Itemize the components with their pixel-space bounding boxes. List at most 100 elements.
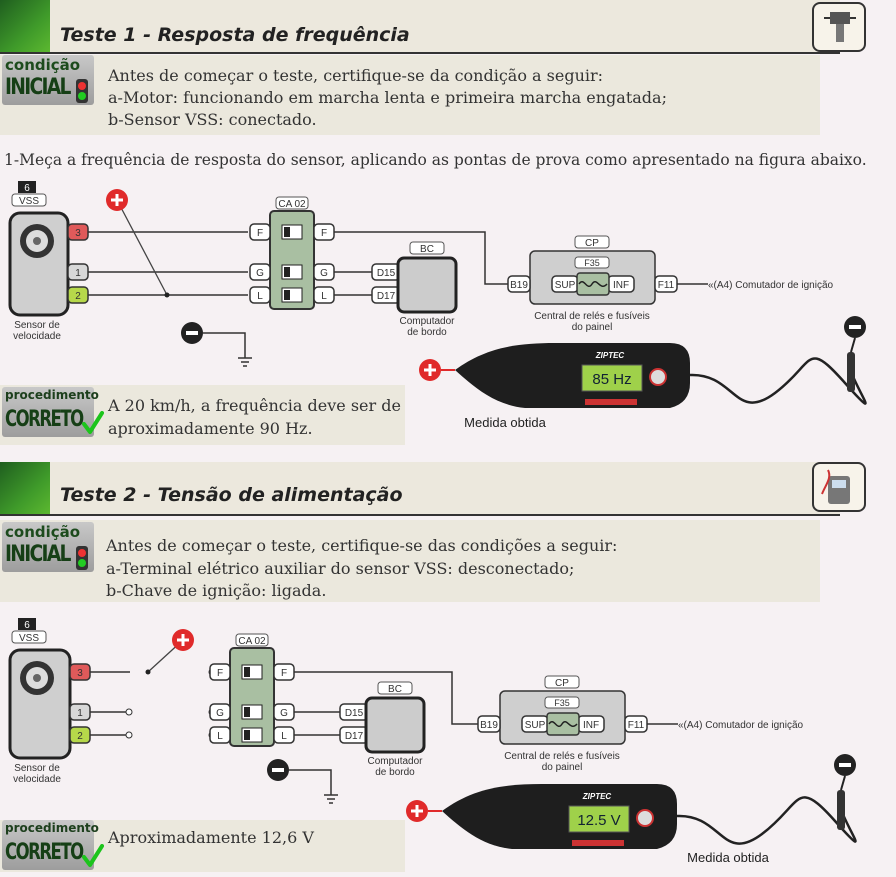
badge-bottom: CORRETO [5,840,84,865]
probe-cable [689,357,867,405]
diagram-label: de bordo [407,327,447,338]
connector-pin [507,275,531,293]
result-line: Aproximadamente 12,6 V [108,828,314,847]
badge-top: procedimento [5,388,99,402]
diagram-label: L [217,731,223,742]
diagram-label: velocidade [13,774,61,785]
measured-label: Medida obtida [464,415,546,430]
condition-badge: condição INICIAL [2,55,94,105]
diagram-label: do painel [542,762,583,773]
diagram-label: L [321,291,327,302]
brand-logo-icon [636,809,654,827]
meter-screen [581,364,643,392]
connector-pin [209,663,231,681]
meter-reading: 85 Hz [592,371,631,388]
condition-line: b-Sensor VSS: conectado. [108,110,317,129]
diagram-label: B19 [510,280,528,291]
multimeter-probe-icon [812,2,866,52]
traffic-light-icon [76,79,88,103]
diagram-label: CP [585,238,599,249]
diagram-label: F [257,228,263,239]
ground-icon [289,769,338,804]
diagram-label: 2 [77,731,83,742]
wheel-icon [20,224,54,258]
result-line: A 20 km/h, a frequência deve ser de [108,396,401,415]
diagram-label: G [280,708,288,719]
checkmark-icon [82,844,104,867]
diagram-label: L [257,291,263,302]
negative-probe-icon [267,759,289,781]
condition-line: a-Motor: funcionando em marcha lenta e p… [108,88,667,107]
diagram-label: F [281,668,287,679]
connector-pin [249,223,271,241]
badge-top: condição [5,523,81,541]
diagram-label: F35 [584,258,600,268]
ground-icon [203,332,252,367]
diagram-label: INF [613,280,629,291]
diagram-label: B19 [480,720,498,731]
brand-logo-icon [649,368,667,386]
diagram-label: VSS [19,196,39,207]
badge-top: condição [5,56,81,74]
fuse-icon [576,272,610,296]
diagram-label: «(A4) Comutador de ignição [678,720,804,731]
condition-line: Antes de começar o teste, certifique-se … [106,536,618,555]
diagram-label: F11 [628,720,645,731]
diagram-label: G [216,708,224,719]
diagram-label: BC [388,684,402,695]
diagram-label: Sensor de [14,763,60,774]
sensor-number: 6 [24,183,30,194]
diagram-label: SUP [555,280,576,291]
connector-pin [477,715,501,733]
diagram-label: Computador [367,756,423,767]
diagram-label: CA 02 [238,636,266,647]
connector-ca02 [229,647,275,747]
positive-probe-icon [106,189,128,211]
multimeter-probe [455,343,690,408]
sensor-number: 6 [24,620,30,631]
diagram-label: G [256,268,264,279]
diagram-label: 3 [75,228,81,239]
meter-brand: ZIPTEC [582,792,612,801]
diagram-label: 1 [75,268,81,279]
diagram-label: do painel [572,322,613,333]
diagram-label: D15 [345,708,364,719]
section-marker [0,0,50,52]
diagram-label: Central de relés e fusíveis [534,311,650,322]
diagram-label: F [217,668,223,679]
diagram-label: 2 [75,291,81,302]
diagram-label: G [320,268,328,279]
test2-title: Teste 2 - Tensão de alimentação [60,484,403,506]
connector-pin [249,263,271,281]
negative-probe-icon [844,316,866,338]
test2-header [0,462,840,516]
checkmark-icon [82,411,104,434]
negative-probe-icon [834,754,856,776]
meter-brand: ZIPTEC [595,351,625,360]
diagram-label: F11 [658,280,675,291]
wheel-icon [20,661,54,695]
probe-cable [676,796,857,845]
result-badge: procedimento CORRETO [2,820,104,870]
diagram-label: 1 [77,708,83,719]
fuse-icon [546,712,580,736]
diagram-label: D17 [345,731,364,742]
condition-line: a-Terminal elétrico auxiliar do sensor V… [106,559,575,578]
diagram-label: F [321,228,327,239]
measured-label: Medida obtida [687,850,769,865]
badge-bottom: CORRETO [5,407,84,432]
test1-header [0,0,840,54]
diagram-label: VSS [19,633,39,644]
traffic-light-icon [76,546,88,570]
diagram-label: INF [583,720,599,731]
connector-pin [209,726,231,744]
diagram-label: 3 [77,668,83,679]
diagram-label: CP [555,678,569,689]
positive-probe-icon [419,359,441,381]
connector-ca02 [269,210,315,310]
condition-line: b-Chave de ignição: ligada. [106,581,327,600]
badge-bottom: INICIAL [5,542,71,567]
